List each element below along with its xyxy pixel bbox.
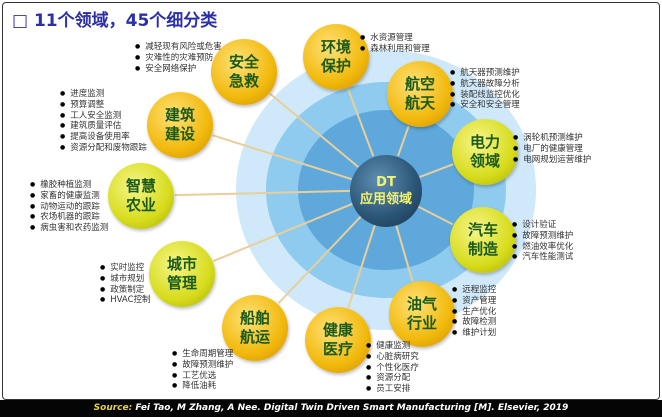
- subcategory-list: 涡轮机预测维护电厂的健康管理电网规划运营维护: [513, 133, 591, 165]
- subcategory-item: 建筑质量评估: [60, 121, 147, 132]
- subcategory-item: 员工安排: [366, 384, 419, 395]
- subcategory-list: 航天器预测维护航天器故障分析装配线监控优化安全和安全管理: [450, 68, 520, 111]
- subcategory-item: 森林利用和管理: [360, 44, 430, 55]
- subcategory-item: 城市规划: [100, 274, 151, 285]
- slide-frame: [2, 2, 660, 400]
- domain-node: 建筑 建设: [147, 92, 213, 158]
- connector-arrow: [212, 134, 352, 181]
- subcategory-list: 实时监控城市规划政策制定HVAC控制: [100, 263, 151, 306]
- subcategory-item: 远程监控: [452, 285, 496, 296]
- subcategory-item: 安全网络保护: [135, 64, 222, 75]
- domain-node: 环境 保护: [303, 24, 369, 90]
- subcategory-item: 病虫害和农药监测: [30, 223, 108, 234]
- source-footer: Source: Fei Tao, M Zhang, A Nee. Digital…: [0, 400, 662, 417]
- subcategory-item: 资源分配和废物跟踪: [60, 143, 147, 154]
- subcategory-item: 涡轮机预测维护: [513, 133, 591, 144]
- domain-node: 航空 航天: [387, 61, 453, 127]
- subcategory-item: 家畜的健康监测: [30, 191, 108, 202]
- subcategory-item: 燃油效率优化: [512, 242, 573, 253]
- subcategory-item: 灾难性的灾难预防: [135, 53, 222, 64]
- connector-arrow: [269, 92, 359, 168]
- subcategory-item: 航天器故障分析: [450, 79, 520, 90]
- subcategory-item: 故障预测维护: [512, 231, 573, 242]
- subcategory-item: HVAC控制: [100, 295, 150, 306]
- subcategory-item: 安全和安全管理: [450, 100, 520, 111]
- subcategory-item: 提高设备使用率: [60, 132, 147, 143]
- connector-arrow: [277, 215, 362, 305]
- subcategory-list: 远程监控资产管理生产优化故障检测维护计划: [452, 285, 496, 339]
- connector-arrow: [419, 163, 454, 179]
- source-citation: Fei Tao, M Zhang, A Nee. Digital Twin Dr…: [132, 403, 569, 413]
- subcategory-list: 橡胶种植监测家畜的健康监测动物运动的跟踪农场机器的跟踪病虫害和农药监测: [30, 180, 108, 234]
- subcategory-item: 电网规划运营维护: [513, 155, 591, 166]
- connector-arrow: [347, 88, 375, 157]
- source-label: Source:: [93, 403, 133, 413]
- subcategory-item: 减轻现有风险或危害: [135, 42, 222, 53]
- domain-node: 健康 医疗: [305, 307, 371, 373]
- subcategory-list: 设计验证故障预测维护燃油效率优化汽车性能测试: [512, 220, 573, 263]
- subcategory-list: 减轻现有风险或危害灾难性的灾难预防安全网络保护: [135, 42, 222, 74]
- subcategory-item: 资源分配: [366, 373, 419, 384]
- subcategory-item: 生命周期管理: [172, 349, 233, 360]
- domain-node: 城市 管理: [149, 241, 215, 307]
- connector-arrow: [417, 205, 454, 226]
- domain-node: 智慧 农业: [108, 163, 174, 229]
- subcategory-item: 工人安全监测: [60, 111, 147, 122]
- subcategory-item: 心脏病研究: [366, 352, 419, 363]
- slide-title: □ 11个领域，45个细分类: [12, 11, 218, 31]
- domain-node: 电力 领域: [452, 119, 518, 185]
- subcategory-list: 生命周期管理故障预测维护工艺优选降低油耗: [172, 349, 233, 392]
- subcategory-item: 故障预测维护: [172, 360, 233, 371]
- subcategory-list: 水资源管理森林利用和管理: [360, 33, 430, 55]
- connector-arrow: [395, 224, 414, 282]
- subcategory-item: 生产优化: [452, 307, 496, 318]
- connector-arrow: [347, 223, 376, 308]
- subcategory-item: 工艺优选: [172, 371, 233, 382]
- subcategory-list: 进度监测预算调整工人安全监测建筑质量评估提高设备使用率资源分配和废物跟踪: [60, 89, 147, 154]
- subcategory-item: 航天器预测维护: [450, 68, 520, 79]
- subcategory-item: 预算调整: [60, 100, 147, 111]
- subcategory-item: 汽车性能测试: [512, 252, 573, 263]
- subcategory-item: 水资源管理: [360, 33, 430, 44]
- subcategory-item: 实时监控: [100, 263, 151, 274]
- subcategory-item: 农场机器的跟踪: [30, 212, 108, 223]
- subcategory-item: 个性化医疗: [366, 363, 419, 374]
- subcategory-item: 设计验证: [512, 220, 573, 231]
- subcategory-item: 橡胶种植监测: [30, 180, 108, 191]
- subcategory-item: 维护计划: [452, 328, 496, 339]
- subcategory-item: 资产管理: [452, 296, 496, 307]
- dt-hub: DT 应用领域: [350, 155, 422, 227]
- hub-line1: DT: [376, 175, 396, 190]
- subcategory-item: 故障检测: [452, 317, 496, 328]
- subcategory-item: 进度监测: [60, 89, 147, 100]
- domain-node: 安全 急救: [211, 39, 277, 105]
- subcategory-item: 电厂的健康管理: [513, 144, 591, 155]
- domain-node: 汽车 制造: [450, 207, 516, 273]
- connector-arrow: [174, 189, 351, 197]
- domain-node: 油气 行业: [389, 281, 455, 347]
- connector-arrow: [213, 202, 354, 262]
- connector-arrow: [397, 125, 410, 157]
- subcategory-list: 健康监测心脏病研究个性化医疗资源分配员工安排: [366, 341, 419, 395]
- hub-line2: 应用领域: [359, 192, 412, 207]
- subcategory-item: 政策制定: [100, 285, 151, 296]
- subcategory-item: 动物运动的跟踪: [30, 202, 108, 213]
- subcategory-item: 降低油耗: [172, 381, 233, 392]
- subcategory-item: 装配线监控优化: [450, 90, 520, 101]
- subcategory-item: 健康监测: [366, 341, 419, 352]
